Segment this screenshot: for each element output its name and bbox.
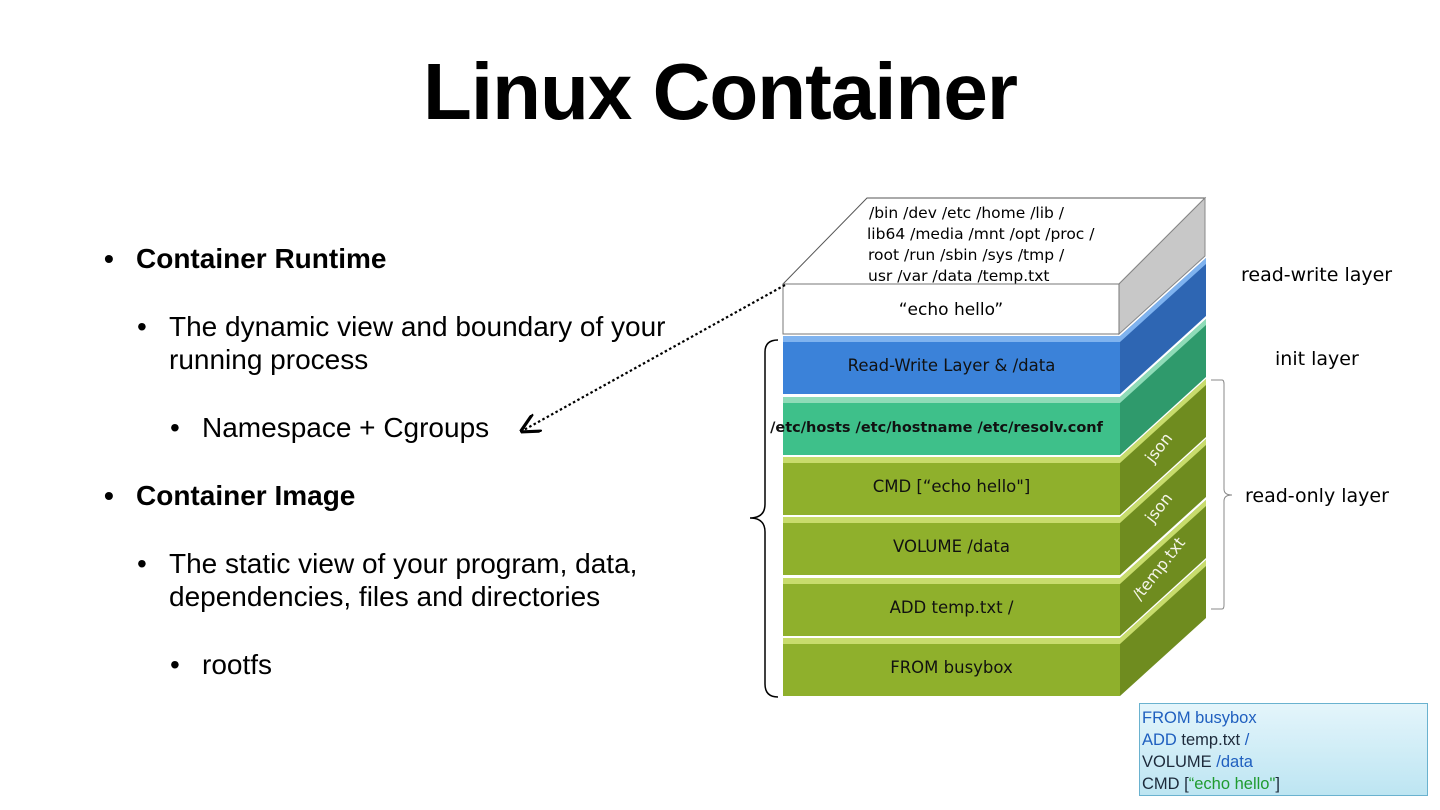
bullet-dot: • [170, 412, 180, 443]
bullet-static-view: •The static view of your program, data, [137, 548, 638, 579]
bullet-dynamic-view-cont: running process [169, 344, 369, 375]
layer-front-face [783, 578, 1120, 636]
layer-side-face [1120, 560, 1206, 696]
bullet-container-image: •Container Image [104, 480, 356, 511]
layer-top-highlight [783, 578, 1120, 584]
bullet-container-runtime: •Container Runtime [104, 243, 387, 274]
bullet-dot: • [137, 548, 147, 579]
bullet-namespace-cgroups: •Namespace + Cgroups [170, 412, 490, 443]
container-layer-label: “echo hello” [899, 300, 1003, 320]
rootfs-line: usr /var /data /temp.txt [868, 267, 1049, 285]
layer-side-face [1120, 379, 1206, 515]
dockerfile-line: ADD temp.txt / [1142, 731, 1250, 749]
layer-side-highlight [1120, 258, 1206, 342]
rootfs-line: /bin /dev /etc /home /lib / [869, 204, 1065, 222]
layer-label: FROM busybox [890, 658, 1013, 677]
layer-top-highlight [783, 517, 1120, 523]
bullet-dynamic-view: •The dynamic view and boundary of your [137, 311, 666, 342]
layer-side-highlight [1120, 500, 1206, 584]
read-only-bracket [1211, 379, 1233, 610]
bullet-dot: • [104, 480, 114, 511]
bullet-rootfs: •rootfs [170, 649, 273, 680]
layer-front-face [783, 457, 1120, 515]
image-brace [749, 339, 779, 698]
read-only-layer-label: read-only layer [1245, 485, 1389, 507]
layer-label: /etc/hosts /etc/hostname /etc/resolv.con… [770, 420, 1104, 436]
layer-side-face [1120, 258, 1206, 394]
bullet-dot: • [104, 243, 114, 274]
layer-top-highlight [783, 638, 1120, 644]
bullet-static-view-cont: dependencies, files and directories [169, 581, 601, 612]
layer-top-highlight [783, 457, 1120, 463]
dockerfile-line: FROM busybox [1142, 709, 1257, 727]
slide-title: Linux Container [423, 47, 1018, 136]
rootfs-line: lib64 /media /mnt /opt /proc / [867, 225, 1095, 243]
container-layer-front [782, 283, 1120, 335]
layer-top-highlight [783, 397, 1120, 403]
dockerfile-line: VOLUME /data [1142, 753, 1253, 771]
layer-side-highlight [1120, 379, 1206, 463]
layer-label: VOLUME /data [893, 537, 1010, 556]
layer-front-face [783, 336, 1120, 394]
rootfs-line: root /run /sbin /sys /tmp / [868, 246, 1065, 264]
layer-top-highlight [783, 336, 1120, 342]
read-write-layer-label: read-write layer [1241, 264, 1393, 286]
layer-front-face [783, 638, 1120, 696]
dockerfile-box: FROM busybox ADD temp.txt / VOLUME /data… [1139, 703, 1428, 796]
init-layer-label: init layer [1275, 348, 1359, 370]
bullet-dot: • [137, 311, 147, 342]
dockerfile-line: CMD [“echo hello"] [1142, 775, 1280, 793]
layer-side-face [1120, 319, 1206, 455]
layer-label: CMD [“echo hello"] [873, 477, 1031, 496]
namespace-arrow [522, 284, 786, 431]
layer-side-highlight [1120, 319, 1206, 403]
layer-side-highlight [1120, 439, 1206, 523]
layer-front-face [783, 397, 1120, 455]
bullet-dot: • [170, 649, 180, 680]
layer-label: ADD temp.txt / [890, 598, 1014, 617]
layer-side-face [1120, 500, 1206, 636]
layer-side-face [1120, 439, 1206, 575]
layer-front-face [783, 517, 1120, 575]
layer-label: Read-Write Layer & /data [848, 356, 1056, 375]
layer-side-highlight [1120, 560, 1206, 644]
